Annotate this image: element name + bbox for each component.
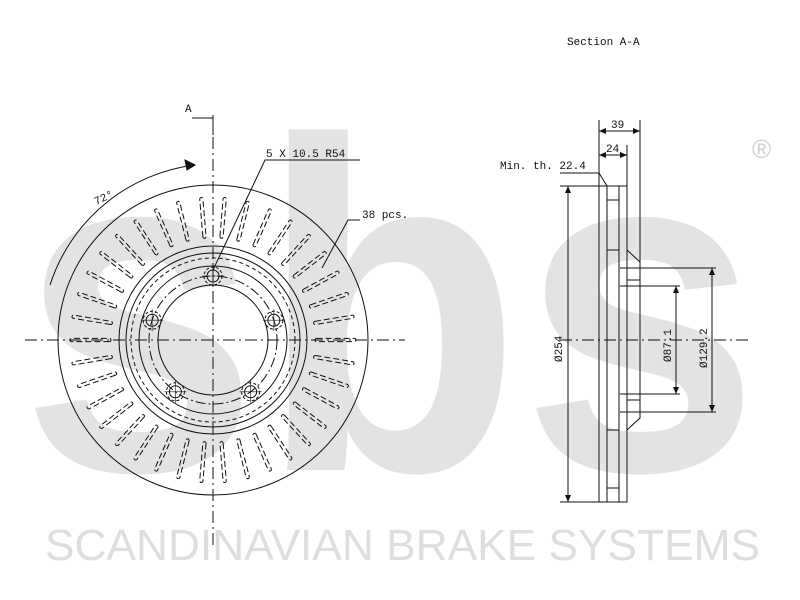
dimension-arrows	[565, 128, 715, 502]
cooling-vane	[86, 387, 124, 410]
outer-plate	[598, 185, 608, 503]
cooling-vane	[115, 233, 145, 266]
cooling-vane	[267, 424, 293, 461]
cooling-vane	[313, 354, 355, 366]
angle-arc	[49, 164, 196, 286]
cooling-vane	[199, 441, 207, 484]
front-view	[25, 115, 405, 548]
dim-39-label: 39	[611, 120, 624, 132]
cooling-vane	[292, 251, 327, 279]
angle-arrow-icon	[184, 159, 197, 171]
bolt-pattern-label: 5 X 10.5 R54	[266, 149, 346, 161]
cooling-vane	[252, 432, 272, 472]
cooling-vane	[133, 424, 159, 461]
cooling-vane	[133, 219, 159, 256]
cooling-vane	[99, 401, 134, 429]
registered-mark-icon: ®	[752, 134, 771, 164]
bolt-holes	[141, 265, 285, 403]
cooling-vane	[176, 438, 190, 480]
cooling-vane	[302, 387, 340, 410]
cooling-vane	[302, 270, 340, 293]
arrow-icon	[673, 387, 679, 394]
arrow-icon	[620, 152, 627, 158]
section-view	[560, 120, 750, 503]
arrow-icon	[633, 128, 640, 134]
cooling-vane	[236, 200, 250, 242]
cooling-vane	[219, 441, 227, 484]
brand-line-watermark: SCANDINAVIAN BRAKE SYSTEMS	[45, 521, 760, 570]
min-th-leader	[560, 172, 608, 187]
cooling-vane	[154, 208, 174, 248]
cooling-vane	[71, 314, 113, 326]
sbs-logo-text: sbs	[20, 45, 760, 570]
vanes-leader	[321, 219, 360, 269]
cooling-vane	[77, 371, 118, 389]
cooling-vane	[267, 219, 293, 256]
cooling-vane	[176, 200, 190, 242]
cooling-vane	[252, 208, 272, 248]
sbs-logo-watermark: sbs ®	[20, 45, 771, 570]
hat-shoulder-hidden	[130, 257, 296, 423]
hat-outer-edge	[125, 252, 301, 428]
cooling-vane	[69, 337, 112, 343]
cooling-vane	[292, 401, 327, 429]
arrow-icon	[599, 152, 606, 158]
friction-inner-edge	[118, 245, 308, 435]
section-marker-label: A	[185, 104, 192, 116]
section-title: Section A-A	[567, 37, 640, 49]
cooling-vane	[77, 291, 118, 309]
arrow-icon	[565, 186, 571, 193]
cooling-vane	[308, 371, 349, 389]
cooling-vane	[308, 291, 349, 309]
arrow-icon	[565, 495, 571, 502]
cooling-vane	[154, 432, 174, 472]
cooling-vane	[71, 354, 113, 366]
arrow-icon	[709, 405, 715, 412]
hub-face	[626, 279, 641, 401]
cooling-vane	[313, 314, 355, 326]
cooling-vane	[281, 233, 311, 266]
dim-87-label: Ø87.1	[663, 329, 675, 362]
arrow-icon	[599, 128, 606, 134]
cooling-vane	[314, 337, 357, 343]
arrow-icon	[709, 268, 715, 275]
dim-24-label: 24	[606, 144, 620, 156]
cooling-vane	[99, 251, 134, 279]
cooling-vane	[219, 196, 227, 239]
dim-254-label: Ø254	[554, 335, 566, 362]
dim-129-label: Ø129.2	[699, 328, 711, 368]
min-thickness-label: Min. th. 22.4	[500, 161, 586, 173]
arrow-icon	[673, 286, 679, 293]
section-marker-line	[192, 117, 214, 135]
cooling-vane	[115, 414, 145, 447]
cooling-vane	[236, 438, 250, 480]
disc-outer-edge	[57, 184, 369, 496]
cooling-vane	[199, 196, 207, 239]
cooling-vanes	[69, 196, 357, 484]
cooling-vane	[281, 414, 311, 447]
cooling-vane	[86, 270, 124, 293]
vanes-count-label: 38 pcs.	[362, 210, 408, 222]
bolt-pattern-leader	[212, 159, 360, 271]
